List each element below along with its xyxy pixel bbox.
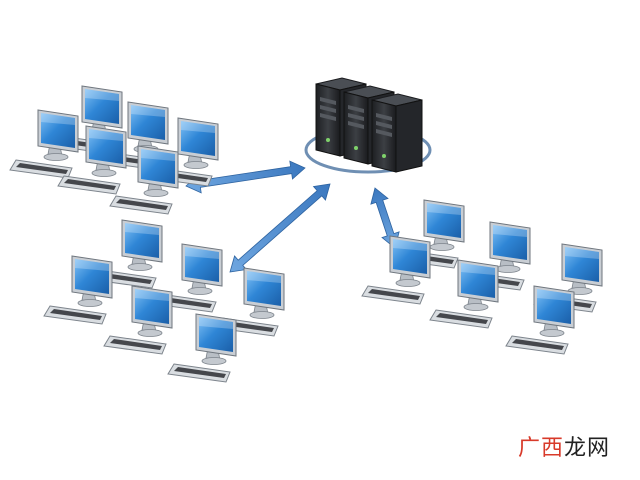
- watermark-part2: 龙网: [563, 436, 610, 461]
- monitor-screen: [537, 289, 571, 324]
- monitor-screen: [461, 263, 495, 298]
- monitor-screen: [199, 317, 233, 352]
- workstation-computer: [505, 285, 575, 355]
- right-cluster: [361, 199, 603, 355]
- workstation-computer: [93, 219, 163, 289]
- monitor-screen: [125, 223, 159, 258]
- workstation-computer: [361, 235, 431, 305]
- monitor-screen: [89, 129, 123, 164]
- monitor-screen: [75, 259, 109, 294]
- watermark: 广西龙网: [518, 430, 610, 462]
- bidirectional-arrow: [229, 183, 331, 273]
- monitor-screen: [141, 149, 175, 184]
- monitor-screen: [493, 225, 527, 260]
- monitor-screen: [185, 247, 219, 282]
- monitor-screen: [565, 247, 599, 282]
- server-group: [315, 77, 423, 173]
- workstations: [9, 85, 603, 383]
- workstation-computer: [109, 145, 179, 215]
- workstation-computer: [153, 243, 223, 313]
- server-tower: [371, 93, 423, 173]
- workstation-computer: [43, 255, 113, 325]
- connection-links: [185, 160, 400, 273]
- monitor-screen: [135, 289, 169, 324]
- bidirectional-arrow: [185, 160, 306, 194]
- workstation-computer: [103, 285, 173, 355]
- workstation-computer: [57, 125, 127, 195]
- monitor-screen: [247, 271, 281, 306]
- monitor-screen: [181, 121, 215, 156]
- bottom-left-cluster: [43, 219, 285, 383]
- workstation-computer: [429, 259, 499, 329]
- top-left-cluster: [9, 85, 219, 215]
- monitor-screen: [393, 239, 427, 274]
- monitor-screen: [41, 113, 75, 148]
- watermark-part1: 广西: [517, 436, 564, 461]
- workstation-computer: [9, 109, 79, 179]
- monitor-screen: [131, 105, 165, 140]
- monitor-screen: [427, 203, 461, 238]
- monitor-screen: [85, 89, 119, 124]
- workstation-computer: [167, 313, 237, 383]
